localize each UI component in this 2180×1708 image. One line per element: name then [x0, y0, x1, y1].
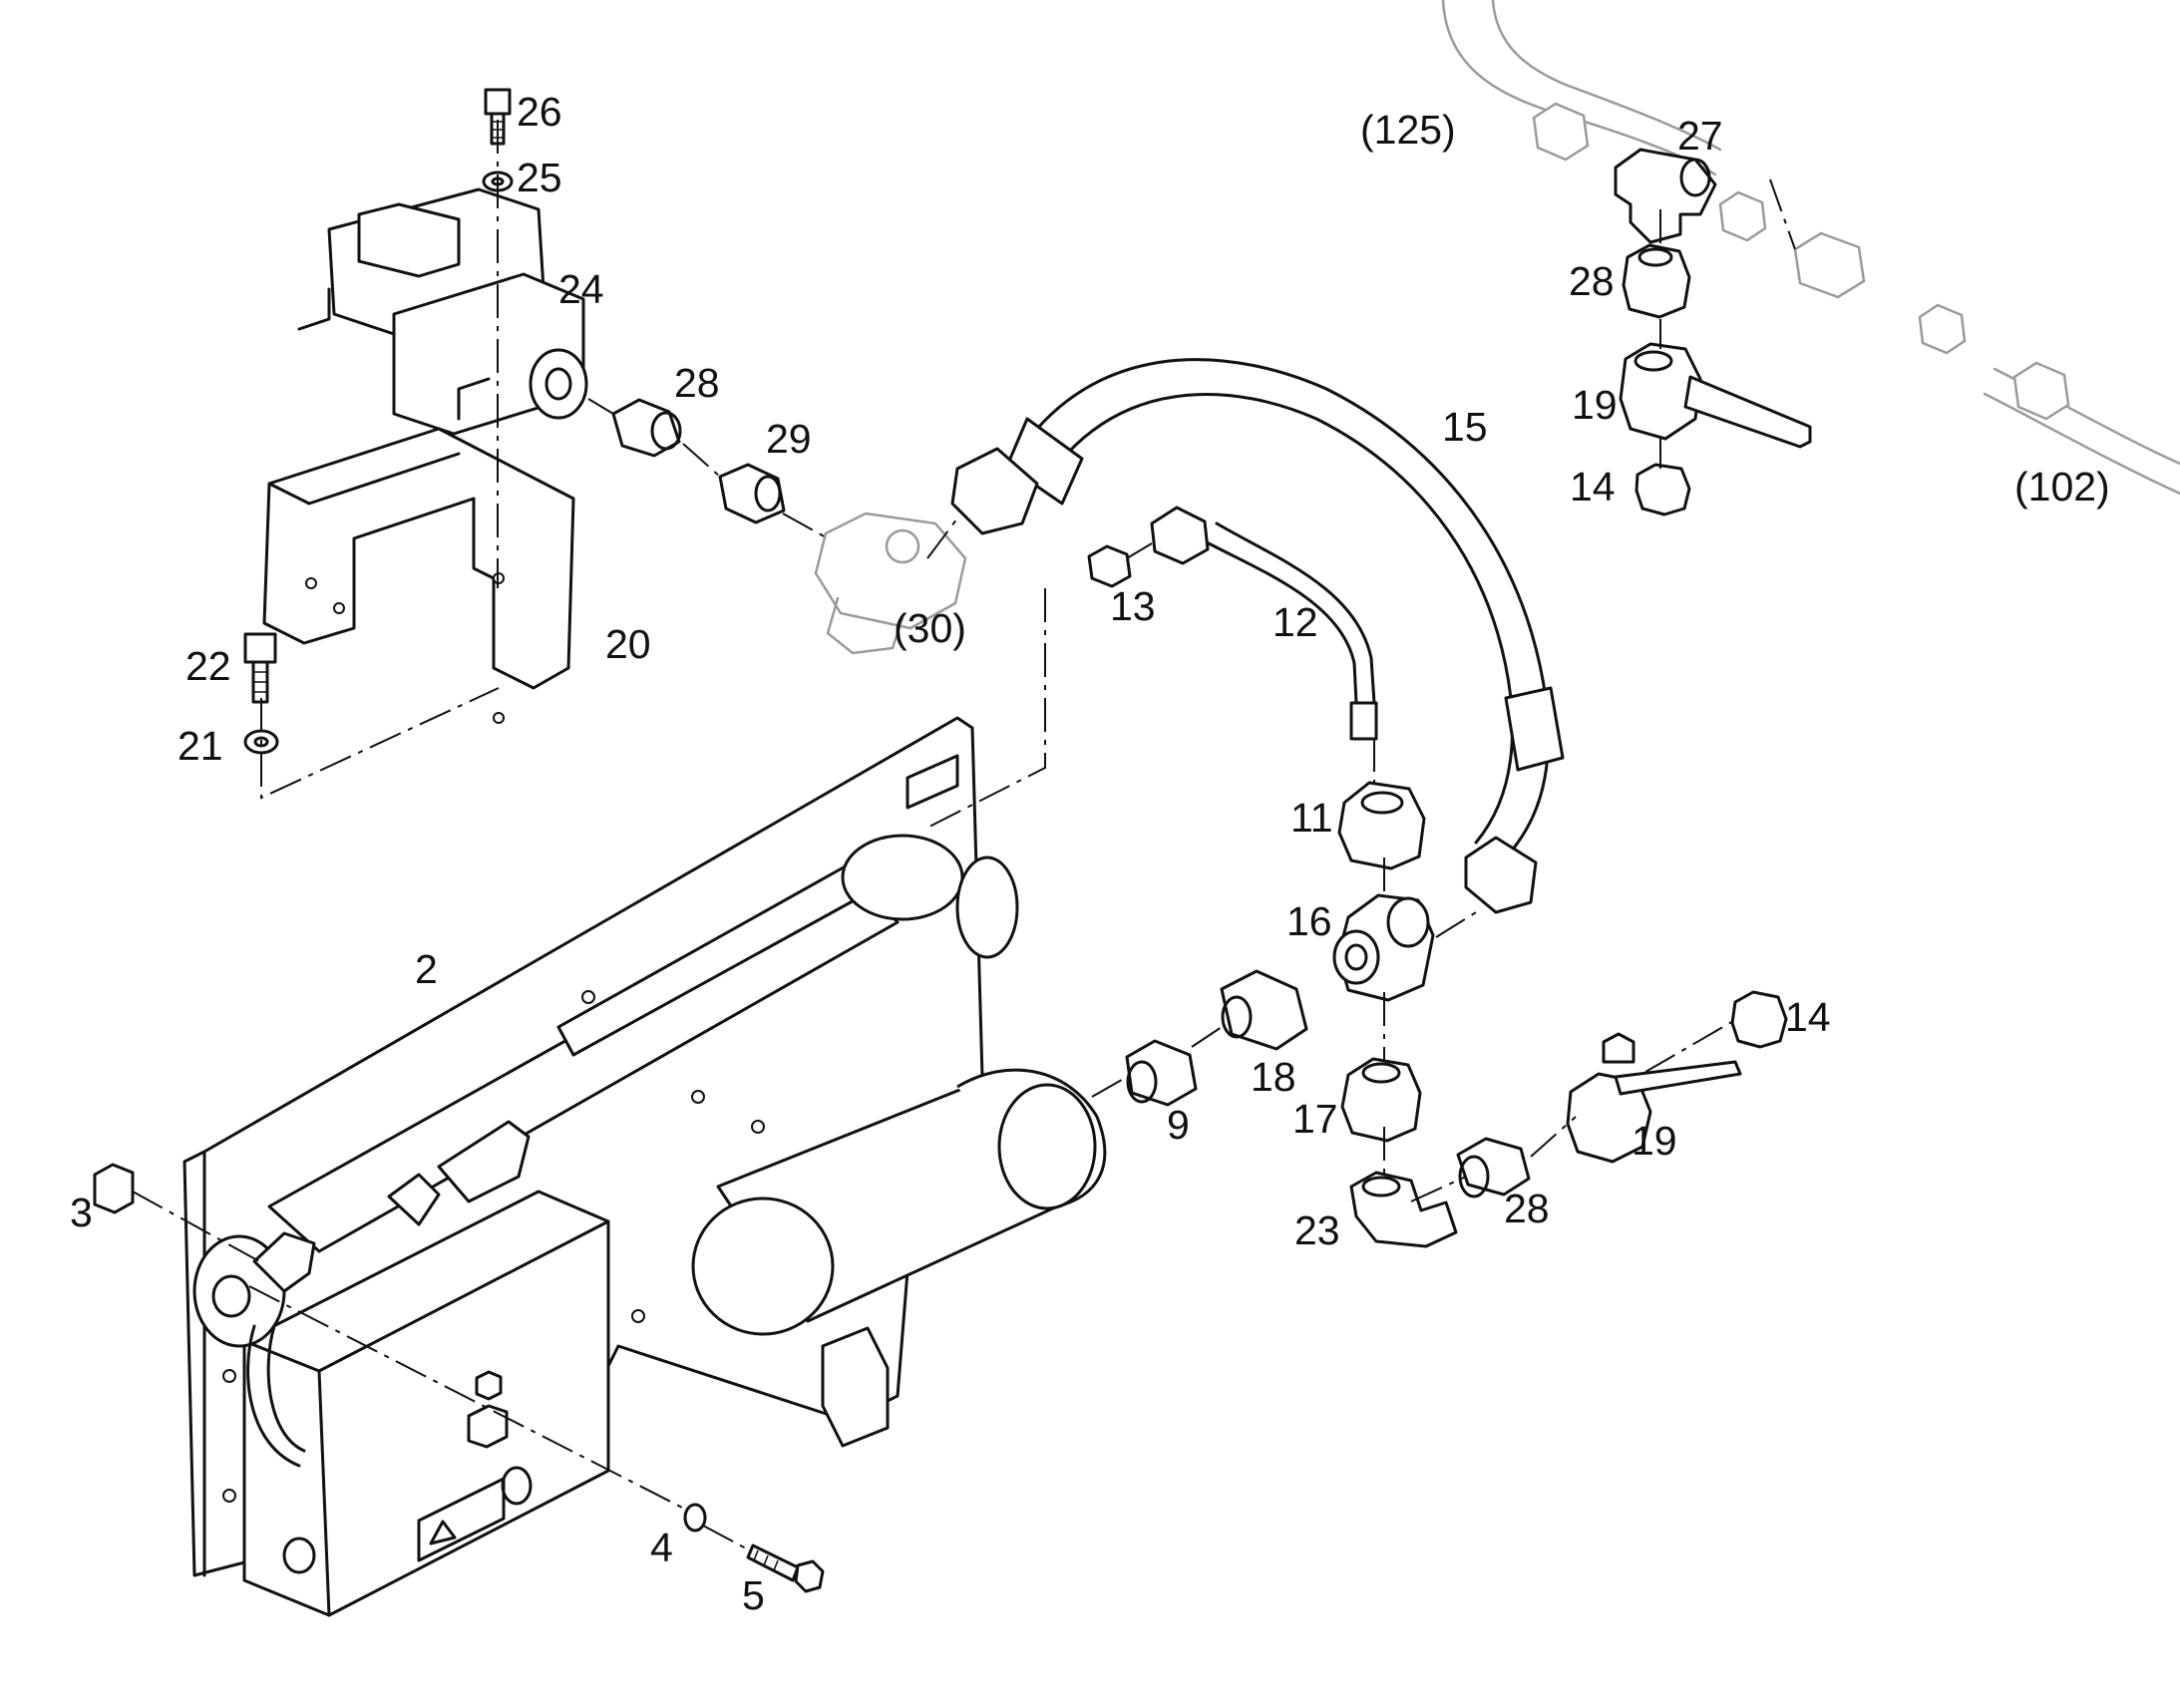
bolt-22 [243, 632, 277, 704]
fitting-9 [1125, 1039, 1198, 1107]
cross-fitting-16 [1332, 893, 1435, 1002]
callout-12: 12 [1272, 599, 1318, 645]
assembly-centerlines [132, 120, 1796, 1551]
callout-15: 15 [1442, 404, 1488, 450]
callout-30: (30) [894, 605, 966, 651]
fitting-13 [1087, 544, 1132, 588]
callout-27: 27 [1677, 113, 1723, 159]
hose-12 [1150, 506, 1378, 741]
callout-21: 21 [178, 723, 223, 769]
mounting-bracket [262, 427, 575, 724]
ball-valve-19-lower [1566, 1032, 1742, 1164]
fitting-28-lower [1456, 1137, 1531, 1198]
callout-29: 29 [766, 416, 812, 462]
callout-5: 5 [742, 1572, 765, 1618]
reference-strainer-30 [814, 512, 967, 655]
nut-18 [1220, 969, 1308, 1051]
callout-9: 9 [1167, 1102, 1190, 1148]
callout-26: 26 [517, 89, 562, 135]
nut-11 [1337, 781, 1426, 870]
callout-4: 4 [650, 1525, 673, 1570]
callout-3: 3 [70, 1190, 93, 1235]
heater-tube [192, 834, 1019, 1468]
screw-5 [746, 1543, 825, 1593]
bolt-26 [484, 88, 512, 146]
callout-28-top-right: 28 [1569, 258, 1615, 304]
ball-valve-19-top [1619, 342, 1812, 449]
fitting-17 [1340, 1057, 1422, 1143]
callout-2: 2 [415, 946, 438, 992]
callout-23: 23 [1294, 1207, 1340, 1253]
fitting-29 [718, 463, 786, 524]
plug-14-top [1635, 463, 1691, 516]
callout-13: 13 [1110, 583, 1156, 629]
callout-102: (102) [2014, 464, 2110, 510]
callout-19-lower: 19 [1632, 1118, 1677, 1164]
callout-28-upper-left: 28 [674, 360, 720, 406]
callout-24: 24 [558, 266, 604, 312]
callout-20: 20 [605, 621, 651, 667]
callout-19-top: 19 [1572, 382, 1618, 428]
callout-11: 11 [1290, 795, 1333, 841]
callout-14-top: 14 [1570, 464, 1616, 510]
callout-18: 18 [1251, 1054, 1296, 1100]
solenoid-valve [297, 187, 588, 436]
callout-25: 25 [517, 155, 562, 200]
elbow-23 [1349, 1171, 1458, 1248]
callout-17: 17 [1292, 1096, 1338, 1142]
fitting-28-upper-left [611, 398, 682, 458]
washer-4 [683, 1503, 707, 1533]
callout-125: (125) [1360, 107, 1456, 153]
reference-pipe-125-102 [1441, 0, 2180, 496]
spacer-3 [93, 1163, 135, 1214]
callout-16: 16 [1286, 898, 1332, 944]
callout-28-lower: 28 [1504, 1186, 1550, 1231]
callout-14-lower: 14 [1785, 994, 1831, 1040]
callout-labels: 26 25 24 28 29 20 22 21 (30) 13 12 15 (1… [70, 89, 2110, 1618]
plug-14-lower [1730, 990, 1788, 1049]
fitting-28-top-right [1622, 243, 1691, 319]
pump-tank [691, 1068, 1107, 1448]
tee-27 [1614, 148, 1717, 244]
callout-22: 22 [185, 643, 231, 689]
hose-15 [950, 358, 1565, 914]
